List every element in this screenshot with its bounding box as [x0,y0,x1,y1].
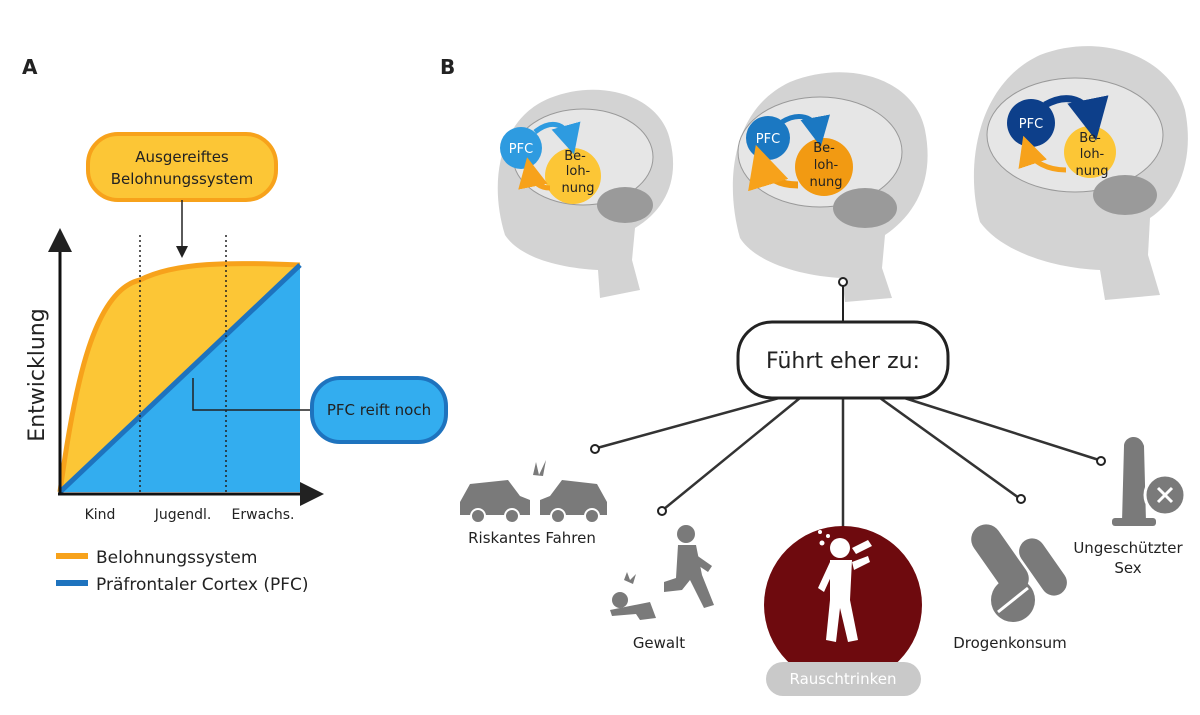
rauschtrinken-pill [766,662,921,696]
xtick-jugendl: Jugendl. [154,507,212,523]
panel-a-letter: A [22,55,38,79]
head-child: PFC Be- loh- nung [497,89,674,298]
dot-drogen [1016,494,1026,504]
head-adult: PFC Be- loh- nung [973,46,1188,300]
dot-gewalt [657,506,667,516]
reward-adolescent-l1: Be- [813,141,835,156]
reward-adolescent [795,138,853,196]
pfc-child-label: PFC [509,142,533,157]
label-rausch: Rauschtrinken [790,670,897,688]
center-box [736,320,950,400]
cerebellum-adolescent [833,188,897,228]
reward-adult-l1: Be- [1079,131,1101,146]
label-drogen: Drogenkonsum [953,634,1067,652]
y-axis-label: Entwicklung [25,308,50,441]
dot-sex [1096,456,1106,466]
line-fahren [596,393,791,450]
xtick-erwachs: Erwachs. [232,507,295,523]
xtick-kind: Kind [85,507,116,523]
dot-fahren [590,444,600,454]
head-adolescent: PFC Be- loh- nung [732,72,928,302]
pfc-curve [58,263,302,494]
legend-pfc-label: Präfrontaler Cortex (PFC) [96,575,309,595]
pfc-arrow-adult [1043,95,1109,141]
reward-curve [57,261,301,493]
mature-reward-line2: Belohnungssystem [111,170,253,188]
cerebellum-adult [1093,175,1157,215]
reward-child-l1: Be- [564,149,586,164]
reward-child [545,148,601,204]
condom-icon [1112,436,1187,526]
outcome-lines [596,393,1100,528]
pfc-adolescent-label: PFC [756,132,780,147]
drinking-person-icon [818,530,872,642]
reward-adolescent-l3: nung [810,175,843,190]
pfc-arrow-adolescent [780,114,830,147]
reward-arrow-adolescent [748,144,799,192]
mature-reward-line1: Ausgereiftes [135,148,229,166]
label-sex-1: Ungeschützter [1073,539,1183,557]
pfc-arrow-child [533,121,581,155]
legend-reward-label: Belohnungssystem [96,548,257,568]
reward-child-l3: nung [562,181,595,196]
pfc-adult-label: PFC [1019,117,1043,132]
reward-adult-l2: loh- [1080,147,1105,162]
reward-child-l2: loh- [566,164,591,179]
violence-icon [610,525,714,620]
pfc-callout [310,376,448,444]
outcome-dots [590,444,1106,516]
pfc-callout-line [192,378,312,411]
pills-icon [971,524,1067,622]
cerebellum-child [597,187,653,223]
connector-top-dot [838,277,848,287]
reward-adult-l3: nung [1076,164,1109,179]
line-sex [894,393,1100,462]
reward-adolescent-l2: loh- [814,158,839,173]
mature-reward-callout [86,132,278,202]
label-sex-2: Sex [1114,559,1141,577]
panel-b-letter: B [440,55,455,79]
label-gewalt: Gewalt [633,634,685,652]
line-drogen [879,396,1020,500]
pfc-callout-text: PFC reift noch [327,401,431,419]
car-crash-icon [460,460,607,524]
center-text: Führt eher zu: [766,349,920,374]
pfc-adult [1007,99,1055,147]
reward-arrow-child [518,157,551,191]
label-fahren: Riskantes Fahren [468,529,596,547]
line-gewalt [663,397,801,510]
reward-arrow-adult [1018,135,1067,173]
